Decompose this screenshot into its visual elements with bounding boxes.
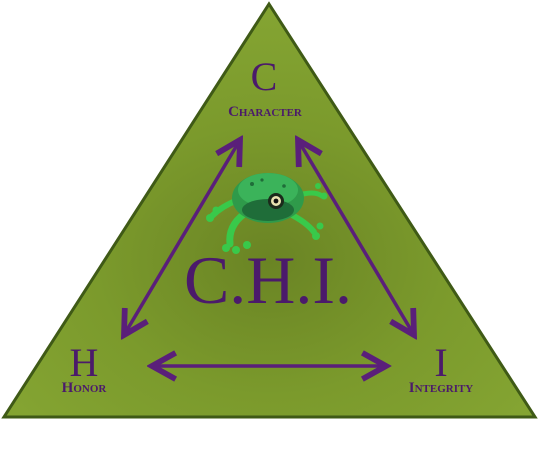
vertex-word-integrity: Integrity: [409, 380, 474, 396]
frog-icon: [206, 173, 328, 254]
vertex-word-character: Character: [228, 104, 303, 120]
arrow-character-integrity: [298, 140, 414, 335]
vertex-letter-c: C: [251, 54, 278, 99]
center-title: C.H.I.: [184, 242, 352, 318]
vertex-word-honor: Honor: [62, 380, 108, 396]
vertex-letter-i: I: [434, 340, 447, 385]
vertex-letter-h: H: [70, 340, 99, 385]
arrow-character-honor: [124, 140, 240, 335]
